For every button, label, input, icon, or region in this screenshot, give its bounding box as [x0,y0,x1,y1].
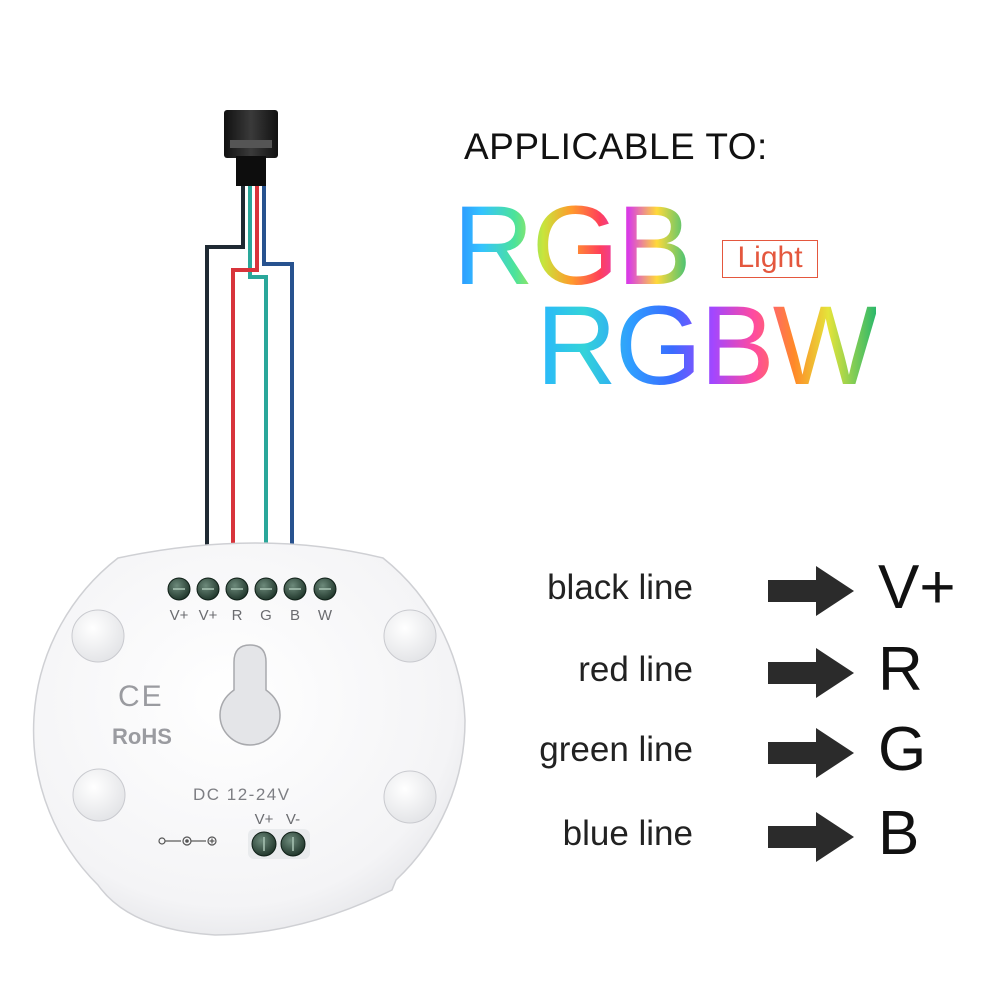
terminal-label: G [260,607,272,624]
ce-mark: CE [118,680,164,713]
red-wire [231,186,259,558]
rgb-label: RGB [453,190,692,302]
light-tag: Light [722,240,818,278]
applicable-heading: APPLICABLE TO: [464,126,768,167]
legend-row-black: black line V+ [500,553,980,622]
legend-pin-value: G [878,715,927,784]
legend-line-label: blue line [562,814,693,853]
dc-polarity-icon [158,836,217,846]
green-wire [248,186,268,560]
terminal-label: V+ [199,607,218,624]
rgbw-label: RGBW [536,290,878,402]
legend-pin-value: V+ [878,553,956,622]
controller-body [32,542,466,936]
terminal-label: V+ [170,607,189,624]
legend-pin-value: R [878,635,923,704]
rgbw-text: RGBW [536,283,878,408]
voltage-label: DC 12-24V [193,785,291,804]
keyhole-slot [219,644,281,746]
arrow-right-icon [768,812,854,862]
legend-row-blue: blue line B [500,799,980,868]
terminal-label: B [290,607,300,624]
rohs-mark: RoHS [112,724,172,749]
button-top-left [71,609,125,663]
arrow-right-icon [768,728,854,778]
legend-row-red: red line R [500,635,980,704]
button-bottom-right [383,770,437,824]
rgb-text: RGB [453,183,692,308]
button-bottom-left [72,768,126,822]
arrow-right-icon [768,566,854,616]
legend-pin-value: B [878,799,920,868]
terminal-label: W [318,607,333,624]
arrow-right-icon [768,648,854,698]
blue-wire [262,186,294,556]
power-terminal-label: V+ [255,811,274,828]
black-wire [205,186,245,555]
wires [205,186,294,560]
connector-plug [224,110,278,186]
legend-line-label: green line [539,730,693,769]
terminal-label: R [232,607,243,624]
power-terminal-label: V- [286,811,300,828]
legend-line-label: black line [547,568,693,607]
legend-row-green: green line G [500,715,980,784]
power-terminal-block: V+ V- [248,811,310,859]
button-top-right [383,609,437,663]
legend-line-label: red line [578,650,693,689]
